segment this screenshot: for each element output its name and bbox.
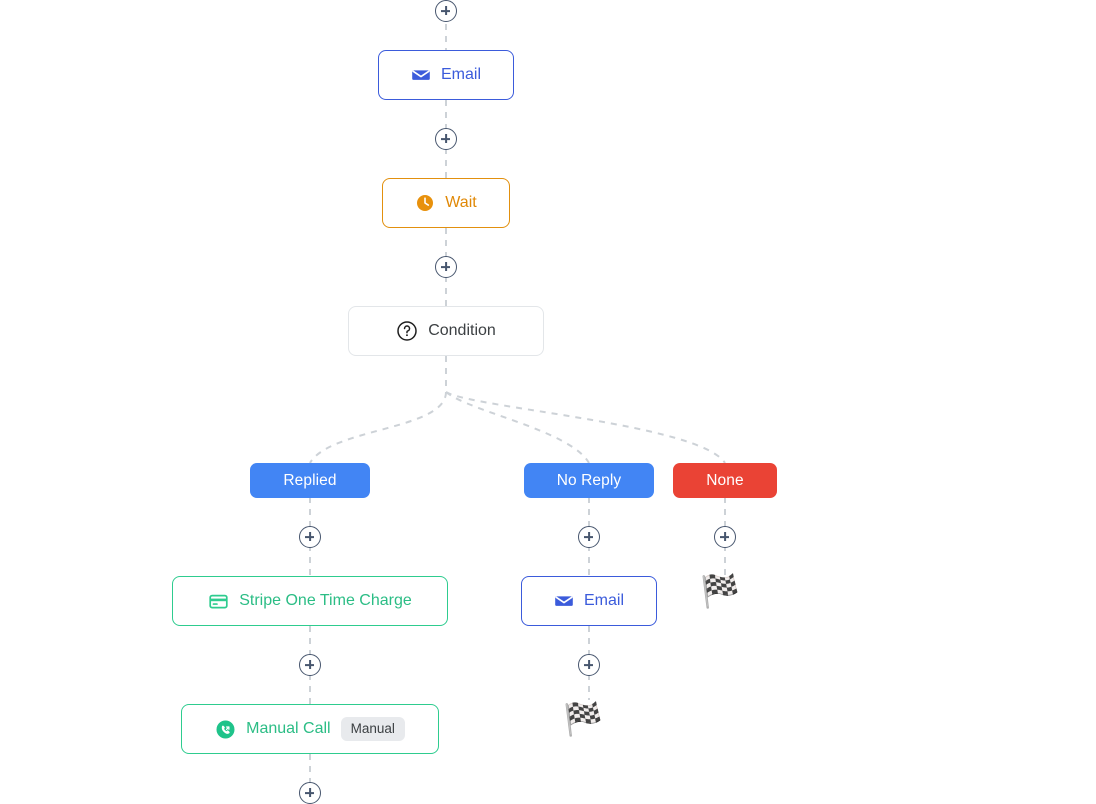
add-step-button-top[interactable] (435, 0, 457, 22)
clock-icon (415, 193, 435, 213)
node-label: Email (440, 66, 481, 83)
question-circle-icon (396, 320, 418, 342)
branch-pill-no-reply[interactable]: No Reply (524, 463, 654, 498)
add-step-button-replied-1[interactable] (299, 526, 321, 548)
node-label: Wait (445, 194, 477, 211)
envelope-icon (554, 591, 574, 611)
add-step-button-noreply-2[interactable] (578, 654, 600, 676)
node-label: Email (583, 592, 624, 609)
add-step-button-noreply-1[interactable] (578, 526, 600, 548)
node-label: Stripe One Time Charge (239, 592, 412, 609)
add-step-button-none-1[interactable] (714, 526, 736, 548)
branch-label: None (706, 471, 744, 489)
node-stripe-one-time-charge[interactable]: Stripe One Time Charge (172, 576, 448, 626)
branch-pill-none[interactable]: None (673, 463, 777, 498)
phone-icon (215, 719, 236, 740)
node-wait[interactable]: Wait (382, 178, 510, 228)
credit-card-icon (208, 591, 229, 612)
branch-pill-replied[interactable]: Replied (250, 463, 370, 498)
checkered-flag-icon-noreply: 🏁 (563, 701, 603, 737)
add-step-button-replied-2[interactable] (299, 654, 321, 676)
status-badge: Manual (340, 717, 405, 741)
node-email-branch[interactable]: Email (521, 576, 657, 626)
branch-label: Replied (283, 471, 337, 489)
add-step-button-replied-3[interactable] (299, 782, 321, 804)
node-condition[interactable]: Condition (348, 306, 544, 356)
node-label: Condition (428, 322, 496, 339)
add-step-button-after-wait[interactable] (435, 256, 457, 278)
node-label: Manual Call (246, 720, 331, 737)
node-email-top[interactable]: Email (378, 50, 514, 100)
envelope-icon (411, 65, 431, 85)
branch-label: No Reply (556, 471, 622, 489)
checkered-flag-icon-none: 🏁 (700, 573, 740, 609)
node-manual-call[interactable]: Manual Call Manual (181, 704, 439, 754)
add-step-button-after-email[interactable] (435, 128, 457, 150)
